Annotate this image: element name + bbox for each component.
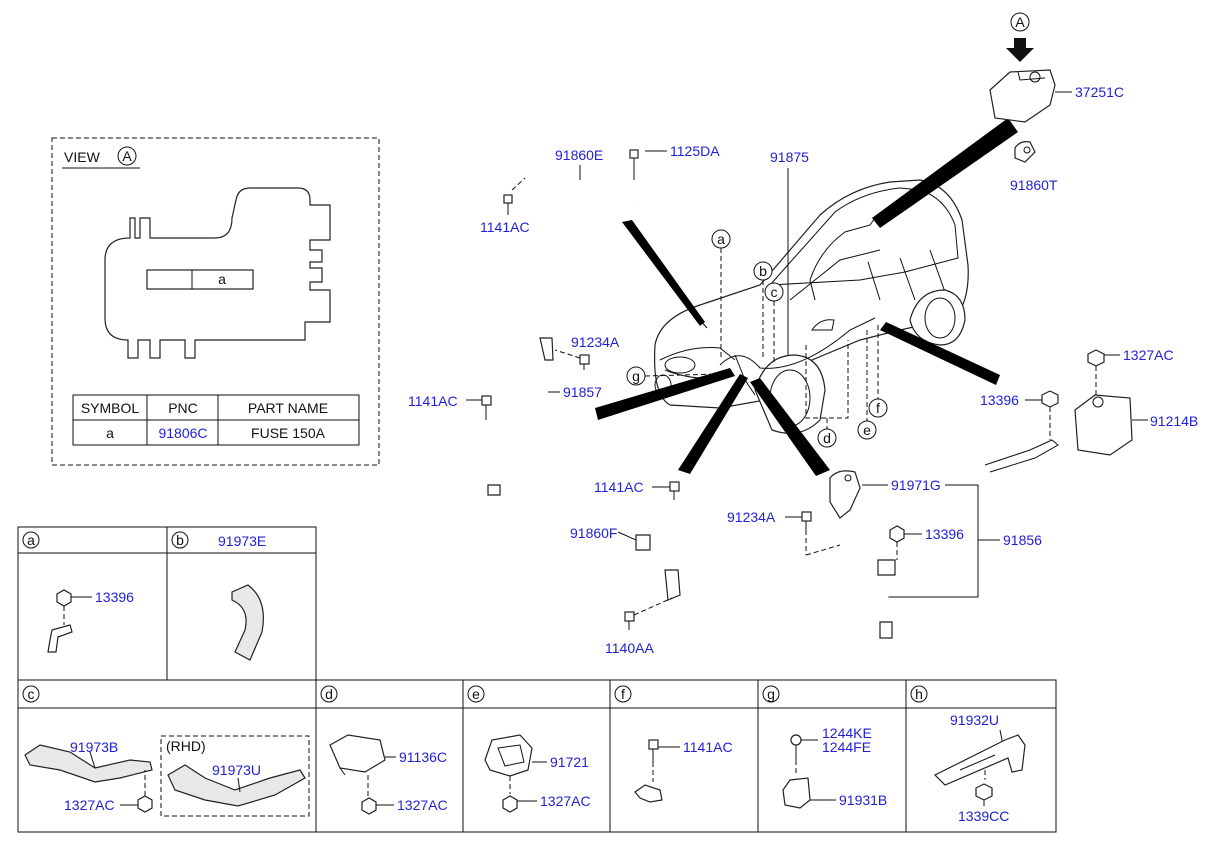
- detail-e: e 91721 1327AC: [467, 685, 591, 813]
- label-1140aa: 1140AA: [605, 640, 654, 656]
- detail-f-part-1141ac: 1141AC: [683, 739, 733, 755]
- detail-a: a 13396: [22, 531, 134, 653]
- detail-a-part-0: 13396: [95, 589, 134, 605]
- detail-g: g 1244KE 1244FE 91931B: [762, 685, 887, 809]
- detail-f: f 1141AC: [614, 685, 733, 803]
- detail-h-part-1339cc: 1339CC: [958, 808, 1009, 824]
- label-91971g: 91971G: [891, 477, 941, 493]
- detail-d-part-1327ac: 1327AC: [397, 797, 448, 813]
- part-group-91856: 91234A 91971G 91856 13396: [727, 470, 1042, 647]
- part-group-37251c: A 37251C 91860T: [989, 12, 1124, 193]
- detail-g-part-91931b: 91931B: [839, 792, 887, 808]
- label-13396-right: 13396: [980, 392, 1019, 408]
- label-1327ac-right: 1327AC: [1123, 347, 1174, 363]
- view-cell-label: a: [218, 271, 226, 287]
- detail-grid: [17, 526, 1057, 833]
- part-group-91860e: 1125DA 91860E 1141AC: [480, 143, 720, 235]
- label-37251c: 37251C: [1075, 84, 1124, 100]
- label-1125da: 1125DA: [670, 143, 720, 159]
- detail-b-header-part: 91973E: [218, 533, 266, 549]
- part-group-91875: 91875: [770, 149, 809, 355]
- view-title: VIEW: [64, 149, 101, 165]
- detail-e-part-1327ac: 1327AC: [540, 793, 591, 809]
- detail-g-part-1244fe: 1244FE: [822, 739, 871, 755]
- part-group-91857: 91234A 91857 1141AC: [408, 334, 620, 496]
- detail-letter-d: d: [325, 686, 333, 702]
- label-91860e: 91860E: [555, 147, 603, 163]
- part-group-91214b: 1327AC 91214B 13396: [980, 347, 1198, 473]
- detail-letter-e: e: [472, 686, 480, 702]
- detail-c-part-91973b: 91973B: [70, 739, 118, 755]
- table-cell-pnc: 91806C: [158, 425, 207, 441]
- table-cell-symbol: a: [106, 425, 114, 441]
- label-91214b: 91214B: [1150, 413, 1198, 429]
- detail-letter-c: c: [28, 686, 35, 702]
- label-13396-mid: 13396: [925, 526, 964, 542]
- callout-letter-c: c: [771, 284, 778, 300]
- table-header-symbol: SYMBOL: [81, 400, 140, 416]
- callout-letter-g: g: [632, 368, 640, 384]
- detail-d: d 91136C 1327AC: [320, 685, 448, 815]
- detail-c-part-91973u: 91973U: [212, 762, 261, 778]
- label-1141ac-mid: 1141AC: [594, 479, 644, 495]
- table-header-part-name: PART NAME: [248, 400, 328, 416]
- callout-letter-e: e: [863, 422, 871, 438]
- detail-g-part-1244ke: 1244KE: [822, 725, 872, 741]
- letter-callouts: a b c g d e f: [626, 229, 888, 448]
- callout-letter-f: f: [876, 400, 880, 416]
- table-cell-part-name: FUSE 150A: [251, 425, 326, 441]
- detail-c-part-1327ac: 1327AC: [64, 797, 115, 813]
- view-a-panel: VIEW A a SYMBOL PNC PART NAME a 91806C F…: [51, 137, 380, 466]
- label-91875: 91875: [770, 149, 809, 165]
- label-91234a-mid: 91234A: [727, 509, 776, 525]
- detail-letter-b: b: [176, 532, 184, 548]
- detail-d-part-91136c: 91136C: [399, 749, 447, 765]
- detail-letter-g: g: [767, 686, 775, 702]
- label-91860t: 91860T: [1010, 177, 1058, 193]
- view-marker: A: [122, 148, 132, 164]
- label-1141ac-top: 1141AC: [480, 219, 530, 235]
- label-91856: 91856: [1003, 532, 1042, 548]
- detail-letter-h: h: [915, 686, 923, 702]
- label-91860f: 91860F: [570, 525, 617, 541]
- detail-letter-f: f: [621, 686, 625, 702]
- detail-h: h 91932U 1339CC: [910, 685, 1026, 824]
- label-91857: 91857: [563, 384, 602, 400]
- top-marker: A: [1015, 14, 1025, 30]
- callout-letter-d: d: [823, 430, 831, 446]
- leader-bands: [595, 118, 1018, 476]
- part-group-91860f: 1141AC 91860F 1140AA: [570, 479, 681, 656]
- detail-c-rhd: (RHD): [166, 738, 206, 754]
- callout-letter-a: a: [717, 231, 725, 247]
- detail-c: c 91973B 1327AC (RHD) 91973U: [22, 685, 310, 817]
- callout-letter-b: b: [759, 263, 767, 279]
- label-91234a-left: 91234A: [571, 334, 620, 350]
- detail-b: b 91973E: [171, 531, 266, 661]
- detail-h-part-91932u: 91932U: [950, 712, 999, 728]
- detail-e-part-91721: 91721: [550, 754, 589, 770]
- label-1141ac-left: 1141AC: [408, 393, 458, 409]
- detail-letter-a: a: [27, 532, 35, 548]
- vehicle-illustration: [653, 179, 969, 434]
- arrow-down-icon: [1006, 38, 1034, 62]
- table-header-pnc: PNC: [168, 400, 198, 416]
